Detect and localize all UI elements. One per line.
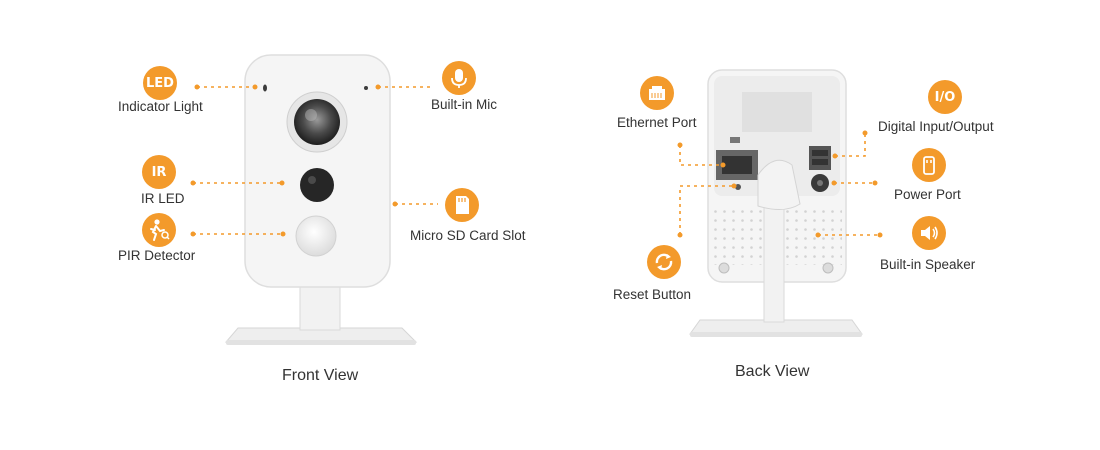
sd-badge — [445, 188, 479, 222]
built-in-speaker-label: Built-in Speaker — [880, 257, 976, 272]
power-badge — [912, 148, 946, 182]
front-leader-dots — [190, 84, 398, 237]
pir-runner-icon — [150, 219, 170, 241]
back-camera — [689, 69, 863, 337]
led-badge: LED — [143, 66, 177, 100]
front-view-caption: Front View — [282, 367, 359, 384]
mic-badge — [442, 61, 476, 95]
io-badge: I/O — [928, 80, 962, 114]
back-view-caption: Back View — [735, 363, 810, 380]
reset-icon — [655, 253, 673, 271]
front-leader-lines — [193, 86, 438, 235]
ethernet-icon — [649, 86, 665, 100]
front-camera — [224, 54, 418, 345]
reset-button-label: Reset Button — [613, 287, 692, 302]
power-plug-icon — [923, 156, 935, 175]
ir-led-label: IR LED — [141, 191, 185, 206]
back-leader-dots — [677, 130, 883, 238]
pir-detector-label: PIR Detector — [118, 248, 196, 263]
speaker-badge — [912, 216, 946, 250]
reset-badge — [647, 245, 681, 279]
digital-io-label: Digital Input/Output — [878, 119, 994, 134]
ir-badge: IR — [142, 155, 176, 189]
mic-icon — [451, 69, 467, 88]
sd-card-icon — [456, 196, 469, 214]
ethernet-badge — [640, 76, 674, 110]
speaker-icon — [921, 226, 938, 240]
micro-sd-card-slot-label: Micro SD Card Slot — [410, 228, 526, 243]
power-port-label: Power Port — [894, 187, 961, 202]
ethernet-port-label: Ethernet Port — [617, 115, 697, 130]
pir-badge — [142, 213, 176, 247]
indicator-light-label: Indicator Light — [118, 99, 203, 114]
built-in-mic-label: Built-in Mic — [431, 97, 498, 112]
back-leader-lines — [679, 133, 880, 236]
